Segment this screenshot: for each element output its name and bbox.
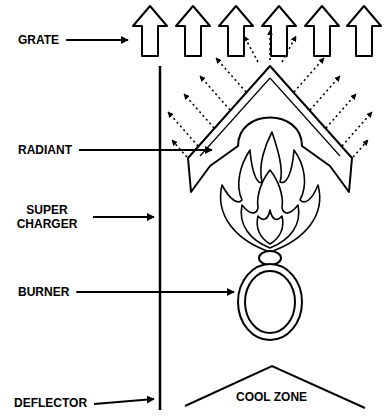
- burner: [238, 251, 302, 340]
- leader-line: [94, 399, 154, 404]
- leader-line: [79, 149, 212, 151]
- part-label: GRATE: [18, 33, 59, 47]
- radiant-shield: [188, 66, 352, 192]
- grate-arrow: [262, 6, 296, 56]
- heat-ray: [244, 36, 258, 62]
- grate-arrow: [305, 6, 339, 56]
- part-label: BURNER: [18, 285, 69, 299]
- leader-line: [66, 39, 128, 41]
- part-label: RADIANT: [18, 143, 72, 157]
- leader-lines: [66, 40, 234, 404]
- heat-ray: [282, 36, 296, 62]
- grate-arrows: [133, 6, 381, 56]
- grate-arrow: [176, 6, 210, 56]
- grate-arrow: [133, 6, 167, 56]
- heat-ray: [216, 58, 246, 92]
- heat-ray: [269, 30, 271, 60]
- leader-line: [93, 216, 154, 218]
- grate-arrow: [347, 6, 381, 56]
- part-label: SUPER CHARGER: [8, 203, 86, 231]
- heat-ray: [310, 76, 340, 110]
- heat-ray: [294, 58, 324, 92]
- super-charger-plate: [159, 66, 162, 410]
- radiant-edge: [200, 78, 340, 156]
- leader-line: [76, 291, 234, 293]
- deflector-plate: [185, 366, 365, 408]
- flames: [221, 132, 320, 252]
- zone-label: COOL ZONE: [236, 390, 307, 404]
- heat-ray: [184, 94, 214, 128]
- grate-arrow: [219, 6, 253, 56]
- part-label: DEFLECTOR: [14, 396, 87, 410]
- heat-ray: [200, 76, 230, 110]
- heat-ray: [326, 94, 356, 128]
